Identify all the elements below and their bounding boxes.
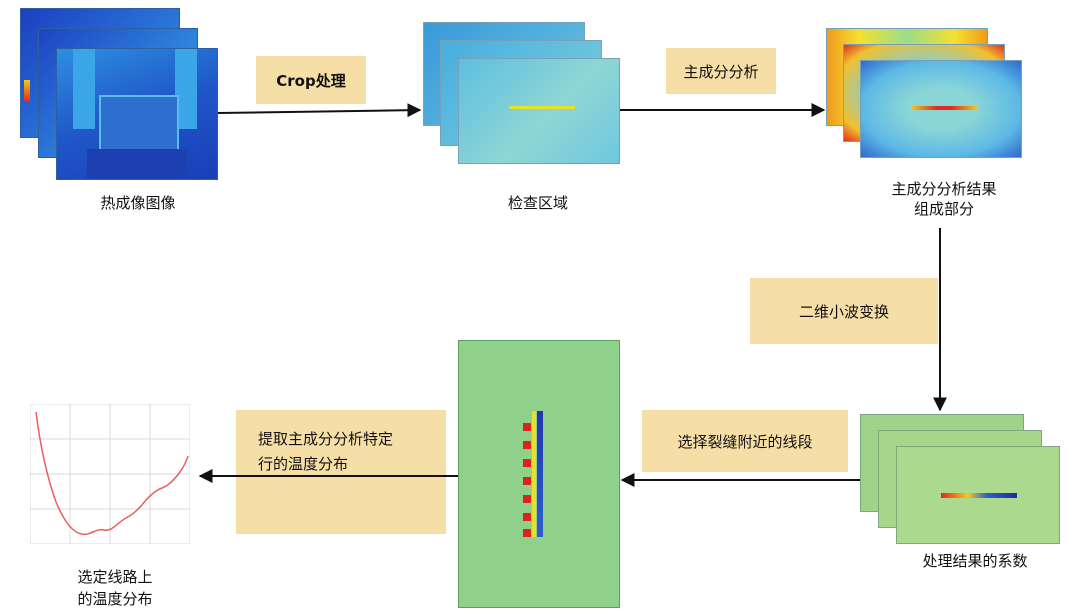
segment-marker-5 (523, 495, 531, 503)
segment-marker-4 (523, 477, 531, 485)
roi-label: 检查区域 (507, 194, 568, 212)
arrow-thermal-to-roi (217, 103, 422, 118)
profile-label-line1: 选定线路上 (77, 568, 153, 586)
roi-crack-line (509, 106, 575, 109)
coefficient-crack-line (941, 493, 1017, 498)
select-step-box: 选择裂缝附近的线段 (642, 410, 848, 472)
extract-step-line2: 行的温度分布 (258, 455, 349, 473)
crop-step-box: Crop处理 (256, 56, 366, 104)
segment-crack (537, 411, 543, 537)
pca-step-box: 主成分分析 (666, 48, 776, 94)
pca-components-label-line2: 组成部分 (913, 200, 974, 218)
segment-marker-6 (523, 513, 531, 521)
thermal-image-front (56, 48, 218, 180)
wavelet-step-box: 二维小波变换 (750, 278, 938, 344)
pca-component-front (860, 60, 1022, 158)
pca-crack-line (911, 106, 977, 110)
segment-marker-1 (523, 423, 531, 431)
coefficient-image-front (896, 446, 1060, 544)
temperature-profile-line (35, 411, 189, 536)
segment-marker-3 (523, 459, 531, 467)
thermal-apparatus-left (73, 49, 95, 129)
thermal-images-label: 热成像图像 (100, 194, 176, 212)
thermal-apparatus-base (87, 149, 187, 179)
profile-label-line2: 的温度分布 (77, 590, 153, 608)
segment-marker-2 (523, 441, 531, 449)
segment-crack-edge (532, 411, 536, 537)
thermal-apparatus-right (175, 49, 197, 129)
coefficients-label: 处理结果的系数 (922, 552, 1028, 570)
selected-segment-image (458, 340, 620, 608)
pca-components-label-line1: 主成分分析结果 (891, 180, 997, 198)
extract-step-line1: 提取主成分分析特定 (258, 430, 394, 448)
thermal-hotspot (24, 80, 30, 102)
extract-step-box: 提取主成分分析特定 行的温度分布 (236, 410, 446, 534)
segment-marker-7 (523, 529, 531, 537)
roi-image-front (458, 58, 620, 164)
